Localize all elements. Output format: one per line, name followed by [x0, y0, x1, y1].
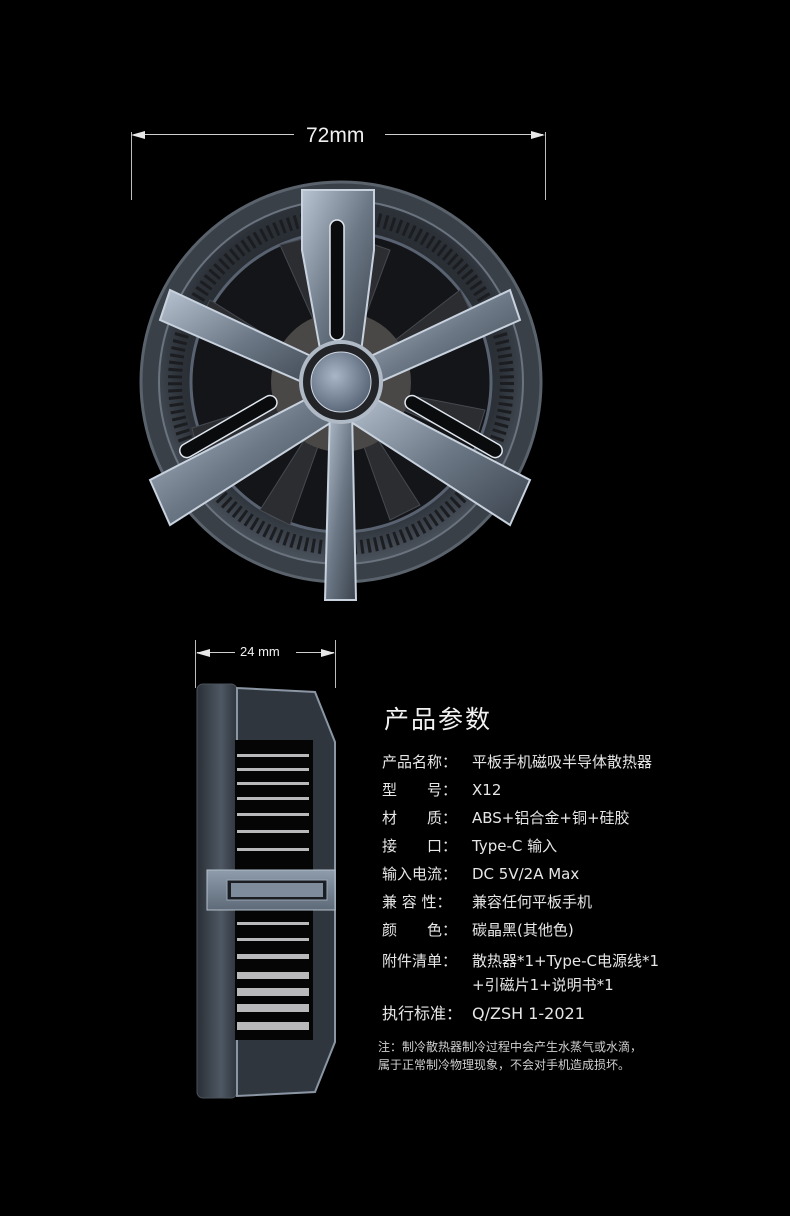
spec-value: 兼容任何平板手机 [472, 893, 593, 911]
note-line-1: 注：制冷散热器制冷过程中会产生水蒸气或水滴， [378, 1040, 643, 1054]
spec-label: 材 质： [382, 809, 458, 827]
arrow-left-icon [196, 649, 210, 657]
width-label: 72mm [306, 124, 365, 147]
spec-value: +引磁片1+说明书*1 [472, 976, 614, 994]
spec-row-model: 型 号： X12 [382, 779, 501, 800]
spec-label: 颜 色： [382, 921, 458, 939]
spec-label: 附件清单： [382, 952, 458, 970]
spec-label: 型 号： [382, 781, 458, 799]
dim-line-right [296, 652, 334, 653]
fan-front-view [139, 180, 543, 601]
spec-value: 碳晶黑(其他色) [472, 921, 574, 939]
dim-line-left [197, 652, 235, 653]
depth-label: 24 mm [240, 644, 280, 659]
spec-row-color: 颜 色： 碳晶黑(其他色) [382, 919, 574, 940]
spec-row-standard: 执行标准： Q/ZSH 1-2021 [382, 1000, 585, 1024]
spec-label: 产品名称： [382, 753, 458, 771]
spec-label: 执行标准： [382, 1004, 463, 1023]
spec-row-input-current: 输入电流： DC 5V/2A Max [382, 863, 579, 884]
spec-row-material: 材 质： ABS+铝合金+铜+硅胶 [382, 807, 630, 828]
arrow-right-icon [321, 649, 335, 657]
dim-line-left [134, 134, 294, 135]
spec-row-accessories-cont: +引磁片1+说明书*1 [472, 974, 614, 995]
spec-row-accessories: 附件清单： 散热器*1+Type-C电源线*1 [382, 950, 659, 971]
dim-line-right [385, 134, 543, 135]
spec-label: 兼 容 性： [382, 893, 452, 911]
spec-value: Q/ZSH 1-2021 [472, 1004, 585, 1023]
dim-tick-right [545, 132, 546, 200]
spec-value: X12 [472, 781, 502, 799]
spec-row-name: 产品名称： 平板手机磁吸半导体散热器 [382, 751, 652, 772]
dim-tick-right [335, 640, 336, 688]
spec-row-interface: 接 口： Type-C 输入 [382, 835, 557, 856]
fan-side-view [196, 683, 336, 1099]
spec-label: 接 口： [382, 837, 458, 855]
spec-value: 平板手机磁吸半导体散热器 [472, 753, 653, 771]
spec-row-compatibility: 兼 容 性： 兼容任何平板手机 [382, 891, 592, 912]
spec-label: 输入电流： [382, 865, 458, 883]
dim-tick-left [195, 640, 196, 688]
spec-value: ABS+铝合金+铜+硅胶 [472, 809, 630, 827]
arrow-right-icon [531, 131, 545, 139]
note-line-2: 属于正常制冷物理现象，不会对手机造成损坏。 [378, 1058, 631, 1072]
arrow-left-icon [131, 131, 145, 139]
spec-value: DC 5V/2A Max [472, 865, 580, 883]
dim-tick-left [131, 132, 132, 200]
spec-value: 散热器*1+Type-C电源线*1 [472, 952, 659, 970]
specs-title: 产品参数 [384, 705, 493, 734]
spec-value: Type-C 输入 [472, 837, 558, 855]
